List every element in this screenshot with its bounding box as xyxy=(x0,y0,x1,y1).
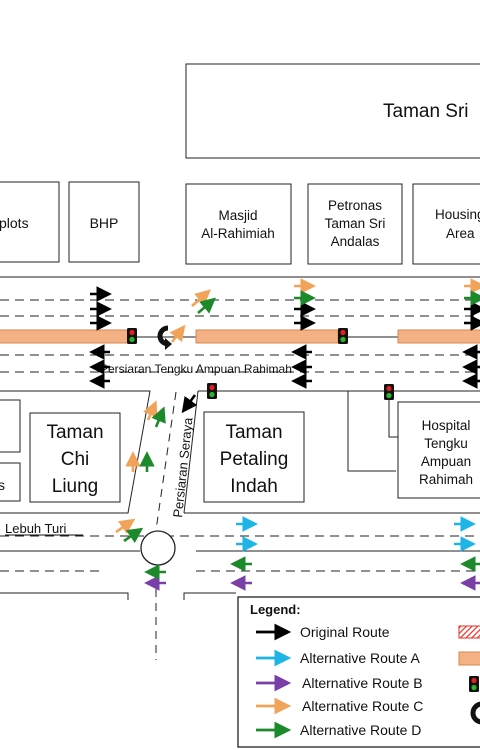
traffic-signal-icon xyxy=(338,328,348,344)
building-petronas-line3: Andalas xyxy=(331,234,380,249)
legend-label-original: Original Route xyxy=(300,624,390,640)
svg-text:s: s xyxy=(0,477,5,493)
building-taman-chi-liung-line3: Liung xyxy=(52,476,99,497)
closed-lane-icon xyxy=(458,625,480,639)
lower-left-blocks: s xyxy=(0,390,151,514)
building-taman-sri-label: Taman Sri xyxy=(383,101,469,122)
legend: Legend: Original Route Alternative Route… xyxy=(237,596,480,748)
building-masjid-line2: Al-Rahimiah xyxy=(201,226,275,241)
traffic-signal-icon xyxy=(384,384,394,400)
original-route-arrows xyxy=(89,286,480,414)
main-road: Persiaran Tengku Ampuan Rahimah xyxy=(0,276,480,392)
building-taman-petaling-indah-line1: Taman xyxy=(225,422,282,443)
building-plots-label: plots xyxy=(0,215,29,231)
median-swatch-icon xyxy=(458,651,480,666)
building-taman-chi-liung-line1: Taman xyxy=(46,422,103,443)
building-hospital-line2: Tengku xyxy=(424,436,468,451)
building-masjid: Masjid Al-Rahimiah xyxy=(185,183,292,265)
building-taman-petaling-indah-line2: Petaling xyxy=(220,449,289,470)
building-petronas-line1: Petronas xyxy=(328,198,382,213)
building-taman-chi-liung-line2: Chi xyxy=(61,449,90,470)
legend-label-route-b: Alternative Route B xyxy=(302,675,423,691)
route-d-arrows xyxy=(123,290,480,580)
building-masjid-line1: Masjid xyxy=(218,208,257,223)
roundabout-icon xyxy=(140,530,176,566)
median-segment xyxy=(195,329,339,344)
legend-label-route-c: Alternative Route C xyxy=(302,698,423,714)
lebuh-turi-label: Lebuh Turi xyxy=(5,521,67,536)
building-hospital-line1: Hospital xyxy=(422,418,471,433)
median-segment xyxy=(397,329,480,344)
building-petronas-line2: Taman Sri xyxy=(325,216,386,231)
building-housing: Housing Area xyxy=(412,183,480,265)
traffic-signal-icon xyxy=(207,383,217,399)
u-turn-icon xyxy=(470,701,480,725)
main-road-label: Persiaran Tengku Ampuan Rahimah xyxy=(100,362,292,376)
seraya-road-label: Persiaran Seraya xyxy=(170,416,195,518)
building-plots: plots xyxy=(0,181,60,263)
building-taman-sri: Taman Sri xyxy=(185,63,480,159)
building-hospital-line3: Ampuan xyxy=(421,454,471,469)
building-housing-line1: Housing xyxy=(435,207,480,222)
route-a-arrows xyxy=(236,516,476,552)
building-hospital: Hospital Tengku Ampuan Rahimah xyxy=(388,398,480,499)
building-bhp: BHP xyxy=(68,181,140,263)
building-taman-petaling-indah-line3: Indah xyxy=(230,476,278,497)
median-segment xyxy=(0,329,131,344)
building-housing-line2: Area xyxy=(446,226,475,241)
building-petronas: Petronas Taman Sri Andalas xyxy=(307,183,403,265)
traffic-signal-icon xyxy=(469,676,479,692)
building-hospital-line4: Rahimah xyxy=(419,472,473,487)
building-taman-petaling-indah: Taman Petaling Indah xyxy=(184,390,480,514)
building-taman-chi-liung: Taman Chi Liung xyxy=(29,412,121,503)
traffic-signal-icon xyxy=(127,328,137,344)
legend-title: Legend: xyxy=(250,602,301,617)
legend-label-route-d: Alternative Route D xyxy=(300,722,421,738)
legend-label-route-a: Alternative Route A xyxy=(300,650,421,666)
building-bhp-label: BHP xyxy=(90,215,119,231)
